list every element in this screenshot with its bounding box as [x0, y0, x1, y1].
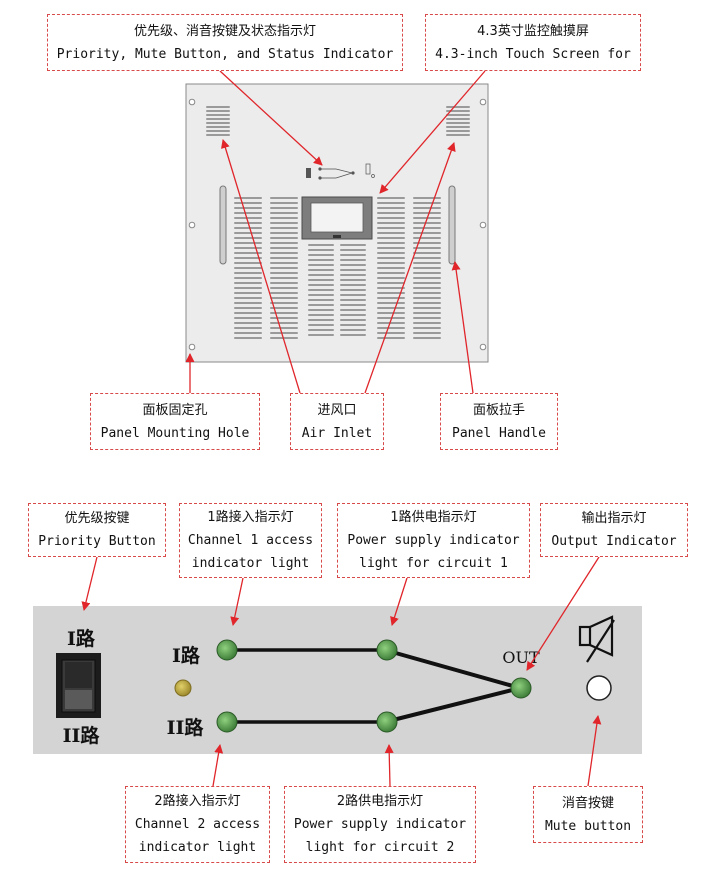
callout-zh: 面板固定孔	[142, 402, 208, 418]
callout-zh: 面板拉手	[472, 402, 525, 418]
callout-power-supply-2: 2路供电指示灯 Power supply indicator light for…	[284, 786, 476, 863]
callout-en: Output Indicator	[551, 534, 677, 549]
callout-panel-handle: 面板拉手 Panel Handle	[440, 393, 558, 450]
speaker-mute-icon	[578, 615, 615, 663]
mute-button[interactable]	[586, 675, 612, 701]
small-grille	[206, 106, 230, 136]
callout-en: light for circuit 2	[305, 840, 455, 855]
callout-en: Power supply indicator	[293, 817, 467, 832]
callout-en: Priority, Mute Button, and Status Indica…	[56, 46, 394, 62]
front-panel	[185, 83, 489, 363]
callout-air-inlet: 进风口 Air Inlet	[290, 393, 384, 450]
callout-priority-button: 优先级按键 Priority Button	[28, 503, 166, 557]
callout-en: Mute button	[544, 818, 632, 834]
small-grille	[446, 106, 470, 136]
mounting-hole	[188, 221, 196, 229]
callout-zh: 1路供电指示灯	[390, 510, 477, 525]
output-led	[510, 677, 532, 699]
panel-handle-left	[219, 185, 227, 265]
priority-indicator-led	[174, 679, 192, 697]
channel-1-access-led	[216, 639, 238, 661]
callout-channel-1-access: 1路接入指示灯 Channel 1 access indicator light	[179, 503, 322, 578]
channel-2-access-led	[216, 711, 238, 733]
route-2-switch-label: II路	[63, 724, 101, 747]
callout-en: indicator light	[138, 840, 257, 855]
power-supply-1-led	[376, 639, 398, 661]
callout-zh: 消音按键	[561, 795, 614, 811]
mini-indicator-cluster	[306, 163, 375, 180]
mounting-hole	[188, 98, 196, 106]
route-1-switch-label: I路	[67, 627, 96, 650]
touch-screen	[301, 196, 373, 240]
callout-en: Panel Mounting Hole	[100, 425, 250, 441]
mounting-hole	[479, 98, 487, 106]
callout-en: indicator light	[191, 556, 310, 571]
callout-en: Priority Button	[38, 534, 156, 549]
callout-priority-mute-status: 优先级、消音按键及状态指示灯 Priority, Mute Button, an…	[47, 14, 403, 71]
route-2-label: II路	[167, 716, 205, 739]
callout-zh: 进风口	[317, 402, 357, 418]
callout-en: Power supply indicator	[347, 533, 520, 548]
callout-touch-screen: 4.3英寸监控触摸屏 4.3-inch Touch Screen for	[425, 14, 641, 71]
callout-en: Channel 1 access	[187, 533, 314, 548]
callout-channel-2-access: 2路接入指示灯 Channel 2 access indicator light	[125, 786, 270, 863]
air-inlet-grille	[234, 197, 441, 339]
route-1-label: I路	[172, 644, 201, 667]
callout-zh: 优先级、消音按键及状态指示灯	[133, 23, 316, 39]
callout-zh: 2路接入指示灯	[154, 794, 241, 809]
power-supply-2-led	[376, 711, 398, 733]
callout-en: 4.3-inch Touch Screen for	[435, 46, 631, 62]
mounting-hole	[479, 343, 487, 351]
mounting-hole	[479, 221, 487, 229]
top-arrows	[185, 70, 486, 394]
mounting-hole	[188, 343, 196, 351]
callout-power-supply-1: 1路供电指示灯 Power supply indicator light for…	[337, 503, 530, 578]
callout-zh: 输出指示灯	[581, 511, 647, 526]
bottom-arrows	[81, 556, 602, 787]
callout-en: Panel Handle	[452, 425, 546, 441]
callout-output-indicator: 输出指示灯 Output Indicator	[540, 503, 688, 557]
callout-en: Channel 2 access	[134, 817, 261, 832]
callout-en: light for circuit 1	[359, 556, 508, 571]
panel-handle-right	[448, 185, 456, 265]
callout-zh: 1路接入指示灯	[207, 510, 294, 525]
callout-zh: 优先级按键	[64, 511, 130, 526]
indicator-strip: I路 II路 I路 II路 OUT	[33, 606, 642, 754]
callout-en: Air Inlet	[301, 425, 373, 441]
callout-zh: 4.3英寸监控触摸屏	[477, 23, 589, 39]
callout-mute-button: 消音按键 Mute button	[533, 786, 643, 843]
priority-switch	[56, 653, 101, 718]
callout-zh: 2路供电指示灯	[336, 794, 424, 809]
callout-mounting-hole: 面板固定孔 Panel Mounting Hole	[90, 393, 260, 450]
